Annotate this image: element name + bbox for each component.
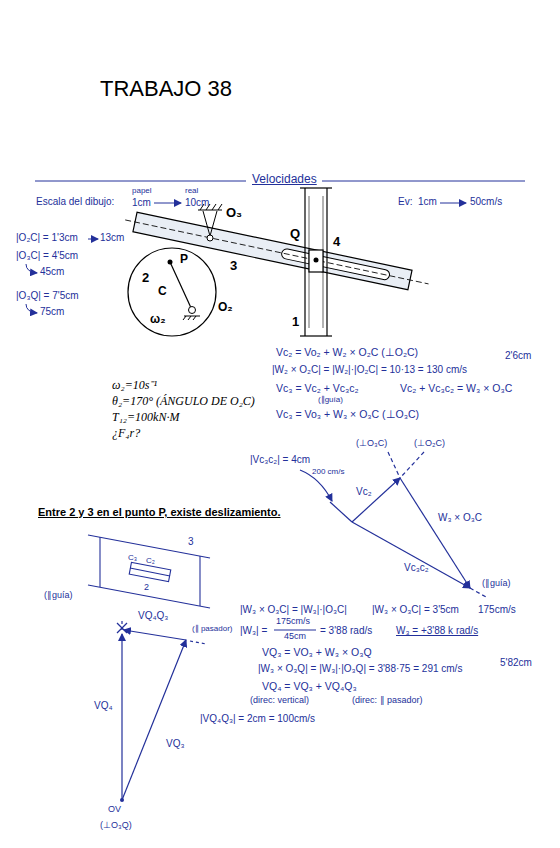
scale-arrow <box>26 203 466 313</box>
pivot-o2 <box>189 307 196 314</box>
annotation: 175cm/s <box>478 604 516 616</box>
fraction-bar <box>274 630 316 631</box>
annotation: W₃ = +3'88 k rad/s <box>396 625 478 637</box>
annotation: W₃ × O₃C <box>438 512 482 524</box>
annotation: 10cm <box>185 197 209 209</box>
annotation: (direc: ∥ pasador) <box>352 695 423 706</box>
annotation: 75cm <box>40 306 64 318</box>
annotation: 45cm <box>40 266 64 278</box>
annotation: |VQ₄Q₃| = 2cm = 100cm/s <box>200 713 315 725</box>
annotation: VQ₃ <box>166 738 185 750</box>
annotation: Ev: <box>398 196 412 208</box>
annotation: 1cm <box>132 197 151 209</box>
point-c <box>168 260 173 265</box>
annotation: |W₂ × O₂C| = |W₂|·|O₂C| = 10·13 = 130 cm… <box>272 364 467 376</box>
part-label: O₂ <box>218 300 233 314</box>
given-data: ω₂=10s⁻¹ <box>112 378 157 392</box>
annotation: VQ₄ = VQ₃ + VQ₄Q₃ <box>262 680 357 693</box>
annotation: C₃ <box>128 553 137 563</box>
annotation: 1cm <box>418 196 437 208</box>
annotation: (⊥O₃Q) <box>100 820 132 831</box>
annotation: (∥ pasador) <box>192 624 232 634</box>
annotation: = 3'88 rad/s <box>320 625 372 637</box>
annotation: Velocidades <box>252 172 317 186</box>
part-label: 4 <box>333 234 340 250</box>
part-label: 3 <box>230 258 237 274</box>
annotation: VQ₄ <box>94 700 113 712</box>
annotation: |W₃ × O₃Q| = |W₃|·|O₃Q| = 3'88·75 = 291 … <box>258 663 462 675</box>
velocity-origin <box>120 798 124 802</box>
pivot-o3 <box>198 204 222 241</box>
annotation: |W₃| = <box>240 625 267 637</box>
disk-2 <box>128 248 216 336</box>
link-3 <box>123 210 430 294</box>
annotation: Escala del dibujo: <box>36 196 114 208</box>
guide-1 <box>300 188 332 336</box>
velocity-polygon-c <box>300 452 486 597</box>
annotation: Vc₃c₂ <box>404 562 429 574</box>
part-label: O₃ <box>226 205 242 221</box>
part-label: 1 <box>292 314 299 330</box>
velocity-polygon-q <box>117 618 206 800</box>
annotation: 175cm/s <box>276 616 310 627</box>
annotation: 50cm/s <box>470 196 502 208</box>
annotation: 2'6cm <box>505 350 531 362</box>
slider-detail <box>88 535 210 608</box>
part-label: P <box>180 252 188 266</box>
ground-o2 <box>183 316 200 320</box>
annotation: (⊥O₃C) <box>356 438 387 449</box>
annotation: Vc₃ = Vc₂ + Vc₃c₂ <box>276 382 359 395</box>
annotation: VQ₄Q₃ <box>138 610 168 622</box>
part-label: 2 <box>142 270 149 286</box>
annotation: 5'82cm <box>500 657 532 669</box>
annotation: |O₃Q| = 7'5cm <box>16 290 79 302</box>
annotation: |Vc₃c₂| = 4cm <box>250 454 310 466</box>
annotation: (∥guía) <box>318 395 343 405</box>
annotation: (∥guía) <box>44 590 73 601</box>
annotation: |O₃C| = 4'5cm <box>16 250 78 262</box>
point-q <box>314 258 319 263</box>
part-label: Q <box>290 226 300 242</box>
annotation: (∥guía) <box>482 578 511 589</box>
annotation: 13cm <box>100 232 124 244</box>
annotation: 3 <box>188 536 194 548</box>
annotation: 200 cm/s <box>312 467 344 477</box>
annotation: real <box>185 186 198 196</box>
annotation: |O₂C| = 1'3cm <box>16 232 78 244</box>
annotation: VQ₃ = VO₃ + W₃ × O₃Q <box>262 646 372 659</box>
annotation: |W₃ × O₃C| = 3'5cm <box>372 604 459 616</box>
annotation: (⊥O₂C) <box>414 438 445 449</box>
page-title: TRABAJO 38 <box>100 76 232 102</box>
given-data: T₁₂=100kN·M <box>112 410 179 424</box>
annotation: Vc₃ = Vo₃ + W₃ × O₃C (⊥O₃C) <box>276 408 419 421</box>
annotation: |W₃ × O₃C| = |W₃|·|O₃C| <box>240 604 347 616</box>
annotation: C₂ <box>146 556 155 566</box>
given-data: ¿F₄r? <box>112 426 140 440</box>
annotation: Vc₂ = Vo₂ + W₂ × O₂C (⊥O₂C) <box>276 346 418 359</box>
part-label: C <box>158 284 167 298</box>
annotation: OV <box>108 804 121 815</box>
given-data: θ₂=170° (ÁNGULO DE O₂C) <box>112 394 255 408</box>
annotation: papel <box>132 186 152 196</box>
note-text: Entre 2 y 3 en el punto P, existe desliz… <box>38 506 281 519</box>
annotation: 2 <box>144 582 149 593</box>
annotation: 45cm <box>284 631 306 642</box>
crank <box>170 262 192 310</box>
annotation: Vc₂ <box>356 486 372 498</box>
part-label: ω₂ <box>150 312 165 326</box>
slider-4 <box>309 250 323 272</box>
annotation: (direc: vertical) <box>250 695 309 706</box>
annotation: Vc₂ + Vc₃c₂ = W₃ × O₃C <box>400 382 512 395</box>
